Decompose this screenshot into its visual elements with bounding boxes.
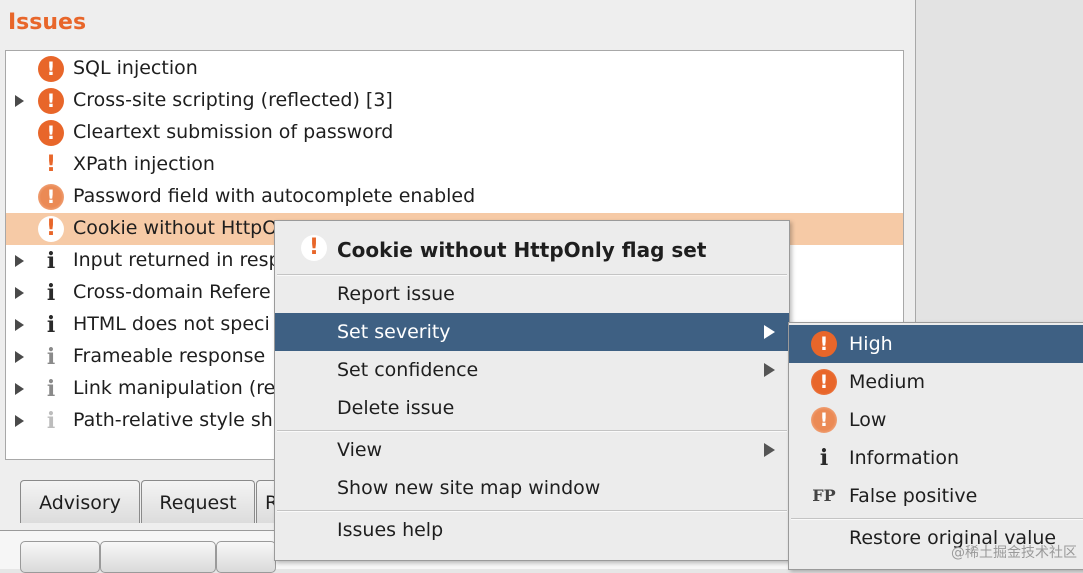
issue-row[interactable]: ! Password field with autocomplete enabl…: [6, 181, 903, 213]
issue-row[interactable]: ! Cross-site scripting (reflected) [3]: [6, 85, 903, 117]
panel-title: Issues: [8, 10, 87, 35]
tentative-low-severity-icon: !: [301, 235, 327, 261]
submenu-item-label: Medium: [849, 371, 925, 393]
medium-severity-icon: !: [811, 369, 837, 395]
issue-label: Frameable response: [73, 345, 266, 367]
false-positive-icon: FP: [812, 486, 836, 505]
expand-arrow-icon[interactable]: [15, 383, 24, 395]
submenu-item-information[interactable]: i Information: [789, 439, 1083, 477]
toolbar-button[interactable]: [100, 541, 216, 573]
menu-item-label: Delete issue: [337, 397, 455, 419]
issue-label: Cookie without HttpO: [73, 217, 278, 239]
issue-label: Link manipulation (ref: [73, 377, 283, 399]
submenu-item-label: Information: [849, 447, 959, 469]
menu-item-set-severity[interactable]: Set severity: [275, 313, 789, 351]
issue-label: Path-relative style sh: [73, 409, 273, 431]
submenu-item-label: False positive: [849, 485, 978, 507]
submenu-arrow-icon: [764, 443, 775, 457]
menu-divider: [277, 274, 787, 276]
toolbar-button[interactable]: [20, 541, 100, 573]
menu-item-label: Show new site map window: [337, 477, 601, 499]
tab-label: Advisory: [39, 492, 121, 514]
tentative-information-icon: i: [46, 408, 56, 434]
issue-row[interactable]: i Path-relative style sh: [6, 405, 903, 437]
expand-arrow-icon[interactable]: [15, 255, 24, 267]
submenu-item-high[interactable]: ! High: [789, 325, 1083, 363]
high-severity-icon: !: [38, 56, 64, 82]
low-severity-icon: !: [811, 407, 837, 433]
firm-information-icon: i: [46, 344, 56, 370]
issue-row[interactable]: ! SQL injection: [6, 53, 903, 85]
tab-label: Request: [159, 492, 237, 514]
issue-row[interactable]: ! Cleartext submission of password: [6, 117, 903, 149]
menu-item-label: View: [337, 439, 383, 461]
toolbar-button[interactable]: [216, 541, 276, 573]
severity-submenu: ! High ! Medium ! Low i Information FP F…: [788, 322, 1083, 570]
information-icon: i: [819, 445, 829, 471]
issue-label: SQL injection: [73, 57, 198, 79]
expand-arrow-icon[interactable]: [15, 415, 24, 427]
menu-item-show-new-site-map-window[interactable]: Show new site map window: [275, 469, 789, 507]
high-severity-icon: !: [38, 88, 64, 114]
issue-row[interactable]: i Input returned in resp: [6, 245, 903, 277]
information-icon: i: [46, 248, 56, 274]
issue-row[interactable]: i Frameable response: [6, 341, 903, 373]
issue-row[interactable]: i HTML does not speci: [6, 309, 903, 341]
expand-arrow-icon[interactable]: [15, 319, 24, 331]
tab-advisory[interactable]: Advisory: [20, 480, 140, 523]
issue-label: Cross-domain Refere: [73, 281, 271, 303]
submenu-item-label: Restore original value: [849, 527, 1057, 549]
menu-divider: [277, 510, 787, 512]
menu-item-delete-issue[interactable]: Delete issue: [275, 389, 789, 427]
submenu-item-label: High: [849, 333, 893, 355]
issue-context-menu: ! Cookie without HttpOnly flag set Repor…: [274, 220, 790, 561]
submenu-item-false-positive[interactable]: FP False positive: [789, 477, 1083, 515]
menu-item-label: Set severity: [337, 321, 451, 343]
issue-label: Cross-site scripting (reflected) [3]: [73, 89, 393, 111]
submenu-item-medium[interactable]: ! Medium: [789, 363, 1083, 401]
context-menu-header: ! Cookie without HttpOnly flag set: [275, 229, 789, 269]
issue-label: Input returned in resp: [73, 249, 281, 271]
issue-label: Cleartext submission of password: [73, 121, 394, 143]
issue-row[interactable]: i Cross-domain Refere: [6, 277, 903, 309]
submenu-arrow-icon: [764, 363, 775, 377]
issue-label: HTML does not speci: [73, 313, 270, 335]
information-icon: i: [46, 280, 56, 306]
issue-label: XPath injection: [73, 153, 215, 175]
submenu-item-restore-original-value[interactable]: Restore original value: [789, 519, 1083, 557]
menu-item-label: Report issue: [337, 283, 455, 305]
expand-arrow-icon[interactable]: [15, 287, 24, 299]
issue-label: Password field with autocomplete enabled: [73, 185, 476, 207]
high-severity-icon: !: [38, 120, 64, 146]
low-severity-icon: !: [38, 184, 64, 210]
menu-divider: [277, 430, 787, 432]
menu-item-report-issue[interactable]: Report issue: [275, 275, 789, 313]
issue-row[interactable]: i Link manipulation (ref: [6, 373, 903, 405]
menu-item-label: Issues help: [337, 519, 444, 541]
tab-request[interactable]: Request: [141, 480, 255, 523]
expand-arrow-icon[interactable]: [15, 351, 24, 363]
high-severity-icon: !: [811, 331, 837, 357]
menu-item-issues-help[interactable]: Issues help: [275, 511, 789, 549]
menu-item-view[interactable]: View: [275, 431, 789, 469]
watermark: @稀土掘金技术社区: [951, 545, 1077, 561]
expand-arrow-icon[interactable]: [15, 95, 24, 107]
submenu-item-low[interactable]: ! Low: [789, 401, 1083, 439]
tentative-high-severity-icon: !: [45, 152, 57, 177]
firm-information-icon: i: [46, 376, 56, 402]
submenu-arrow-icon: [764, 325, 775, 339]
menu-item-set-confidence[interactable]: Set confidence: [275, 351, 789, 389]
menu-item-label: Set confidence: [337, 359, 479, 381]
information-icon: i: [46, 312, 56, 338]
submenu-item-label: Low: [849, 409, 887, 431]
tentative-low-severity-icon: !: [38, 216, 64, 242]
menu-divider: [791, 518, 1083, 520]
context-menu-title: Cookie without HttpOnly flag set: [337, 238, 707, 262]
issue-row[interactable]: ! XPath injection: [6, 149, 903, 181]
